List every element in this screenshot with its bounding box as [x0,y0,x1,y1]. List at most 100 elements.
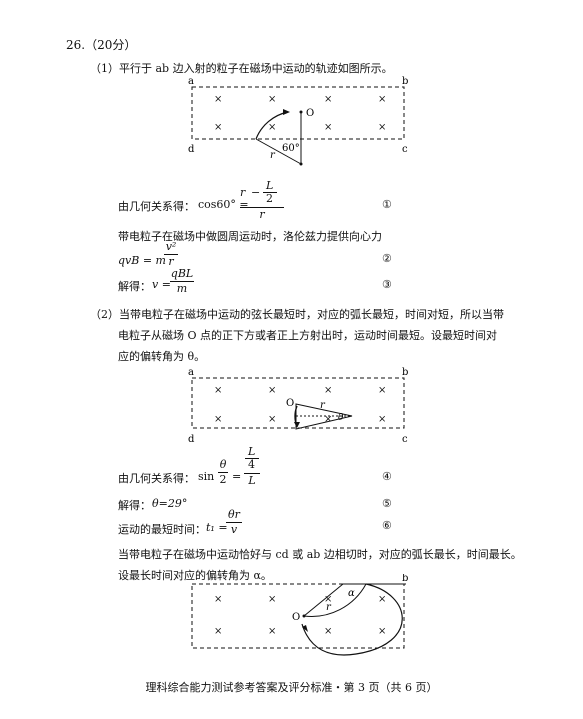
eq6-lhs: t₁ = [206,521,228,534]
svg-text:×: × [214,122,222,133]
label-b-2: b [402,367,408,378]
label-a: a [188,76,194,87]
question-no: 26. [66,38,86,52]
field-crosses: ×××× ×××× [214,94,386,133]
label-d-2: d [188,434,195,445]
field-crosses-2: × × × × × × × × [214,385,386,425]
svg-text:×: × [214,626,222,637]
eq2-fraction: v² r [164,241,178,268]
svg-text:×: × [268,385,276,396]
eq1-num-L: L [266,179,274,192]
svg-text:×: × [214,385,222,396]
radius-line-3 [303,583,344,617]
field-boundary-2 [191,377,405,429]
svg-text:×: × [324,414,332,425]
short-arrow [294,422,300,428]
part2-line1: （2）当带电粒子在磁场中运动的弦长最短时，对应的弧长最短，时间对短，所以当带 [90,308,504,321]
velocity-arrow [283,109,290,115]
eq6-denominator: v [230,523,238,536]
figure-2: × × × × × × × × a b d c O r θ [188,367,408,445]
eq4-fraction: L 4 L [244,446,260,487]
radius-slant [255,138,302,165]
svg-text:×: × [378,414,386,425]
center-dot [299,162,303,166]
question-number: 26.（20分） [66,36,136,53]
label-d: d [188,144,195,155]
eq4-lhs: sin [198,470,215,483]
svg-text:×: × [378,122,386,133]
geo-relation-label-1: 由几何关系得： [118,200,195,213]
solve-label-2: 解得： [118,499,151,512]
eq1-fraction: r − L 2 r [240,180,284,221]
eq4-equals: = [232,470,242,483]
svg-text:×: × [268,414,276,425]
label-theta: θ [338,413,344,423]
eq1-numerator: r − L 2 [240,180,284,206]
label-o-2: O [286,398,294,409]
label-angle: 60° [282,143,300,154]
label-b-3: b [402,574,408,584]
mark-3: ③ [382,278,392,291]
field-crosses-3: × × × × × × × × [214,594,386,637]
part2-line3: 应的偏转角为 θ。 [118,350,206,363]
svg-text:×: × [214,414,222,425]
eq3-fraction: qBL m [170,268,194,295]
svg-text:×: × [268,594,276,605]
solve-label-1: 解得： [118,280,151,293]
eq1-num-minus: − [251,186,261,199]
eq4-num-L: L [248,445,256,458]
center-o [299,110,303,114]
part2-line5: 设最长时间对应的偏转角为 α。 [118,569,272,582]
eq2-numerator: v² [165,240,177,253]
eq1-num-r: r [240,186,246,199]
label-b: b [402,76,408,87]
eq4-numerator: L 4 [244,446,260,472]
geo-relation-label-2: 由几何关系得： [118,472,195,485]
label-c: c [402,144,408,155]
mark-6: ⑥ [382,519,392,532]
eq6-fraction: θr v [226,509,242,536]
tmin-label: 运动的最短时间： [118,523,206,536]
eq4-theta-num: θ [219,458,227,471]
eq3-numerator: qBL [170,267,194,280]
label-a-2: a [188,367,194,378]
svg-text:×: × [324,626,332,637]
label-r-3: r [326,602,332,613]
svg-text:×: × [378,94,386,105]
eq4-theta-fraction: θ 2 [218,459,228,486]
svg-text:×: × [378,385,386,396]
mark-2: ② [382,252,392,265]
eq4-num-4: 4 [248,458,255,471]
eq6-numerator: θr [228,508,240,521]
svg-text:×: × [214,594,222,605]
svg-text:×: × [378,626,386,637]
radius-arc-guide [303,583,367,617]
mark-5: ⑤ [382,497,392,510]
svg-text:×: × [268,626,276,637]
svg-text:×: × [268,122,276,133]
figure-1: ×××× ×××× a b d c O r 60° [188,76,408,166]
label-r-2: r [320,400,326,411]
label-c-2: c [402,434,408,445]
eq4-denominator: L [248,474,256,487]
tangent-trajectory [301,583,403,656]
mark-1: ① [382,198,392,211]
part2-line2: 电粒子从磁场 O 点的正下方或者正上方射出时，运动时间最短。设最短时间对 [118,329,498,342]
label-o-3: O [292,612,300,623]
eq1-num-2: 2 [266,192,273,205]
page-footer: 理科综合能力测试参考答案及评分标准・第 3 页（共 6 页） [145,681,438,694]
eq4-theta-den: 2 [219,473,227,486]
svg-text:×: × [324,594,332,605]
eq2-denominator: r [168,255,174,268]
svg-text:×: × [324,122,332,133]
label-r: r [270,150,276,161]
center-o-3 [302,614,306,618]
part1-intro: （1）平行于 ab 边入射的粒子在磁场中运动的轨迹如图所示。 [90,62,393,75]
svg-text:×: × [378,594,386,605]
svg-text:×: × [324,385,332,396]
field-boundary [191,86,405,140]
figure-3: ×××× ×××× b O r α [191,574,408,656]
eq2-lhs: qvB = m [118,254,166,267]
eq1-lhs: cos60° = [198,198,249,211]
eq3-lhs: v = [152,278,171,291]
